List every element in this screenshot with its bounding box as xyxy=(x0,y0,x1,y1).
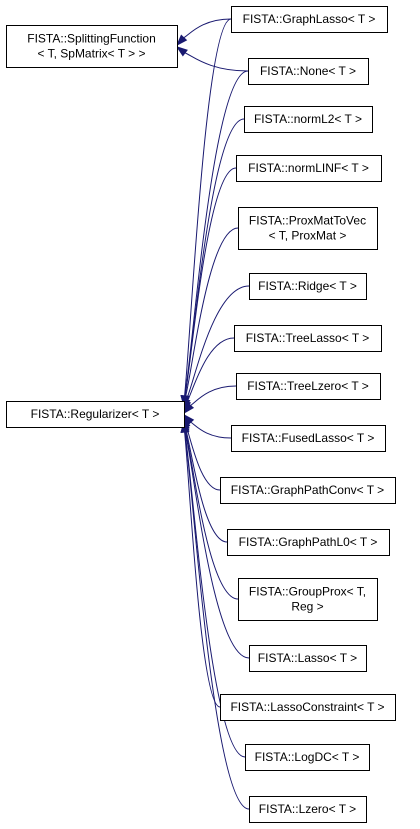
class-node-splitting[interactable]: FISTA::SplittingFunction< T, SpMatrix< T… xyxy=(6,25,178,68)
inheritance-edges xyxy=(175,18,250,810)
class-box xyxy=(220,694,396,721)
inheritance-edge-treelzero-to-regularizer xyxy=(183,385,237,415)
class-box xyxy=(236,155,382,182)
class-box xyxy=(249,273,367,300)
edge-line xyxy=(185,285,250,401)
class-label-line: FISTA::GraphPathConv< T > xyxy=(231,483,384,497)
class-box xyxy=(238,578,378,621)
class-label-line: FISTA::GraphLasso< T > xyxy=(243,12,376,26)
class-label-line: FISTA::Regularizer< T > xyxy=(31,407,160,421)
class-label-line: FISTA::LogDC< T > xyxy=(255,750,360,764)
inheritance-edge-graphlasso-to-regularizer xyxy=(180,18,232,408)
edge-line xyxy=(184,430,239,600)
edge-line xyxy=(184,52,249,72)
edge-line xyxy=(190,385,237,406)
class-box xyxy=(6,401,185,428)
class-label-line: FISTA::Ridge< T > xyxy=(258,279,357,293)
class-node-norml2[interactable]: FISTA::normL2< T > xyxy=(244,106,373,133)
class-label-line: FISTA::GroupProx< T, xyxy=(249,585,366,599)
class-label-line: FISTA::TreeLzero< T > xyxy=(247,379,369,393)
edge-line xyxy=(184,431,221,708)
class-node-ridge[interactable]: FISTA::Ridge< T > xyxy=(249,273,367,300)
inheritance-edge-graphlasso-to-splitting xyxy=(175,18,232,47)
class-box xyxy=(227,529,390,556)
class-label-line: FISTA::FusedLasso< T > xyxy=(242,431,375,445)
class-box xyxy=(6,25,178,68)
class-box xyxy=(238,207,378,250)
class-node-lasso[interactable]: FISTA::Lasso< T > xyxy=(249,645,367,672)
edge-line xyxy=(184,431,250,810)
class-node-logdc[interactable]: FISTA::LogDC< T > xyxy=(245,744,370,771)
class-box xyxy=(231,6,388,33)
class-label-line: FISTA::GraphPathL0< T > xyxy=(239,535,378,549)
class-box xyxy=(236,373,381,400)
class-box xyxy=(249,645,367,672)
class-label-line: FISTA::Lzero< T > xyxy=(259,802,356,816)
class-node-graphlasso[interactable]: FISTA::GraphLasso< T > xyxy=(231,6,388,33)
class-box xyxy=(234,325,382,352)
class-node-normlinf[interactable]: FISTA::normLINF< T > xyxy=(236,155,382,182)
edge-line xyxy=(183,18,232,39)
inheritance-edge-normlinf-to-regularizer xyxy=(180,167,237,408)
class-label-line: FISTA::normLINF< T > xyxy=(248,161,369,175)
class-box xyxy=(220,477,396,504)
class-node-groupprox[interactable]: FISTA::GroupProx< T,Reg > xyxy=(238,578,378,621)
class-label-line: FISTA::None< T > xyxy=(260,64,356,78)
inheritance-edge-norml2-to-regularizer xyxy=(180,118,245,408)
class-node-treelasso[interactable]: FISTA::TreeLasso< T > xyxy=(234,325,382,352)
class-label-line: FISTA::ProxMatToVec xyxy=(249,214,366,228)
class-box xyxy=(231,425,386,452)
class-label-line: FISTA::normL2< T > xyxy=(254,112,362,126)
edge-line xyxy=(184,431,250,659)
class-node-treelzero[interactable]: FISTA::TreeLzero< T > xyxy=(236,373,381,400)
class-label-line: Reg > xyxy=(291,600,323,614)
class-label-line: < T, ProxMat > xyxy=(269,229,347,243)
class-box xyxy=(244,106,373,133)
edge-line xyxy=(185,428,228,543)
edge-line xyxy=(186,337,235,403)
edge-line xyxy=(184,167,237,397)
class-box xyxy=(248,58,369,85)
class-node-regularizer[interactable]: FISTA::Regularizer< T > xyxy=(6,401,185,428)
class-node-proxmattovec[interactable]: FISTA::ProxMatToVec< T, ProxMat > xyxy=(238,207,378,250)
class-node-lassoconstraint[interactable]: FISTA::LassoConstraint< T > xyxy=(220,694,396,721)
class-node-lzero[interactable]: FISTA::Lzero< T > xyxy=(249,796,367,823)
class-label-line: FISTA::Lasso< T > xyxy=(258,651,357,665)
edge-line xyxy=(184,18,232,397)
edge-arrowhead xyxy=(175,45,188,57)
class-node-graphpathl0[interactable]: FISTA::GraphPathL0< T > xyxy=(227,529,390,556)
edge-line xyxy=(190,421,232,439)
class-node-none[interactable]: FISTA::None< T > xyxy=(248,58,369,85)
class-label-line: FISTA::SplittingFunction xyxy=(27,32,156,46)
class-nodes: FISTA::SplittingFunction< T, SpMatrix< T… xyxy=(6,6,396,823)
inheritance-edge-fusedlasso-to-regularizer xyxy=(182,413,232,439)
class-label-line: < T, SpMatrix< T > > xyxy=(37,47,145,61)
edge-arrowhead xyxy=(175,34,188,47)
inheritance-edge-none-to-splitting xyxy=(175,45,249,72)
class-node-fusedlasso[interactable]: FISTA::FusedLasso< T > xyxy=(231,425,386,452)
class-label-line: FISTA::TreeLasso< T > xyxy=(246,331,370,345)
class-box xyxy=(245,744,370,771)
edge-arrowhead xyxy=(183,402,195,415)
edge-line xyxy=(184,227,239,398)
class-box xyxy=(249,796,367,823)
class-node-graphpathconv[interactable]: FISTA::GraphPathConv< T > xyxy=(220,477,396,504)
class-label-line: FISTA::LassoConstraint< T > xyxy=(230,700,384,714)
